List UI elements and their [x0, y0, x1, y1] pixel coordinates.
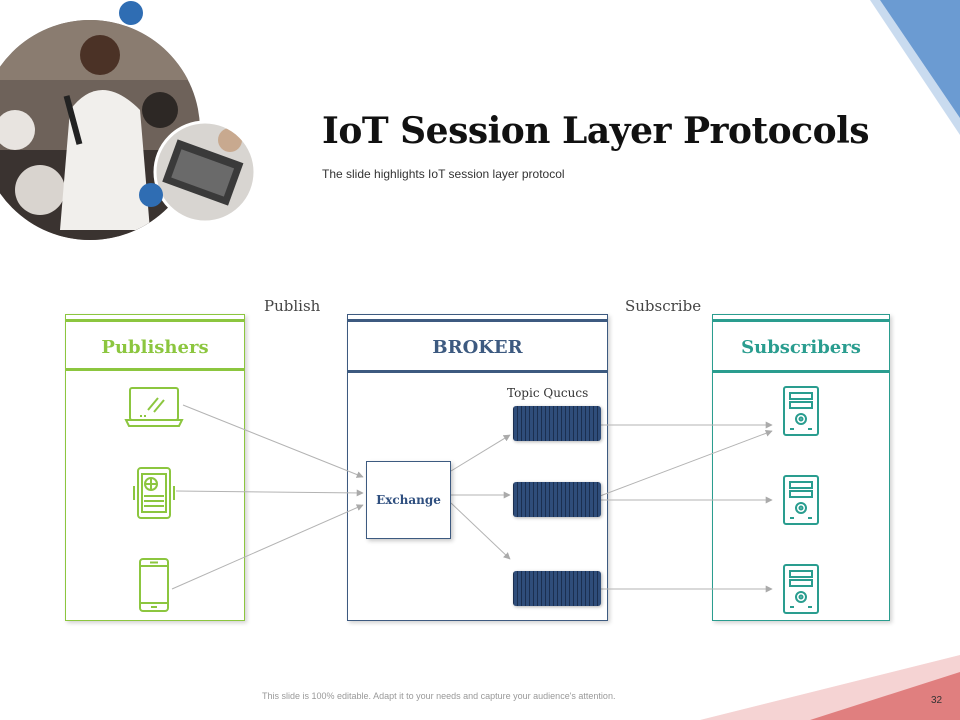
- topic-queue-3: [513, 571, 601, 606]
- topic-queues-label: Topic Qucucs: [507, 386, 589, 400]
- smartphone-icon: [139, 558, 169, 612]
- exchange-box: Exchange: [366, 461, 451, 539]
- subscribe-label: Subscribe: [625, 297, 702, 315]
- page-number: 32: [931, 695, 943, 706]
- footer-note: This slide is 100% editable. Adapt it to…: [262, 691, 616, 701]
- page-title: IoT Session Layer Protocols: [322, 110, 870, 152]
- publishers-title: Publishers: [101, 337, 209, 358]
- decor-dot-top: [119, 1, 143, 25]
- server-icon: [783, 475, 819, 525]
- laptop-icon: [124, 387, 184, 427]
- tablet-icon: [133, 467, 175, 519]
- decor-dot-bottom: [139, 183, 163, 207]
- publish-label: Publish: [264, 297, 321, 315]
- topic-queue-2: [513, 482, 601, 517]
- laptop-photo: [155, 122, 255, 222]
- subscribers-title: Subscribers: [741, 337, 861, 358]
- page-subtitle: The slide highlights IoT session layer p…: [322, 167, 565, 181]
- broker-title: BROKER: [432, 337, 523, 358]
- server-icon: [783, 564, 819, 614]
- topic-queue-1: [513, 406, 601, 441]
- photo-collage: [0, 1, 257, 240]
- server-icon: [783, 386, 819, 436]
